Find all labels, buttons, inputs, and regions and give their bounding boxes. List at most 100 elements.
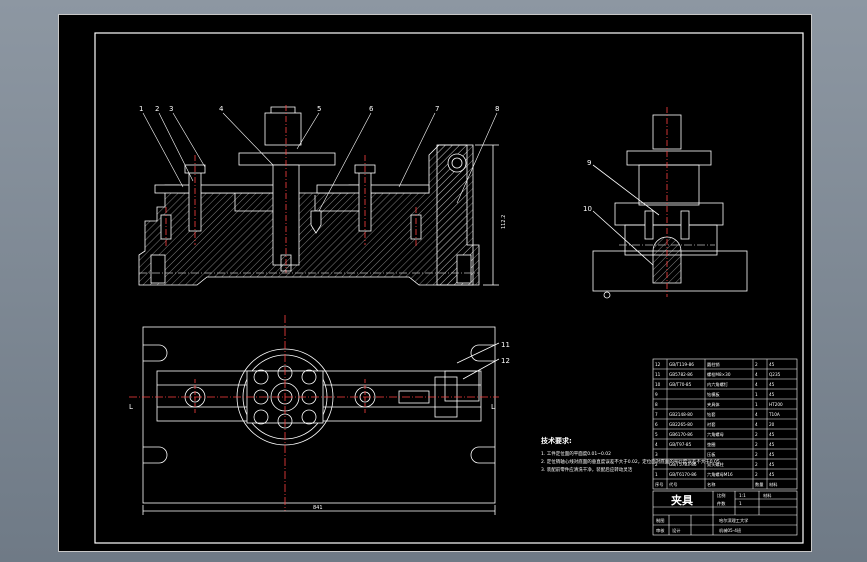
notes-heading: 技术要求:	[541, 436, 572, 445]
bom-cell: 5	[655, 432, 658, 437]
bom-cell: 4	[755, 382, 758, 387]
balloon-2: 2	[155, 105, 159, 113]
bom-cell: 10	[655, 382, 661, 387]
count-value: 1	[739, 501, 742, 506]
bom-cell: 45	[769, 392, 775, 397]
bom-cell: 20	[769, 422, 775, 427]
bom-cell: 圆柱销	[707, 361, 720, 368]
balloon-9: 9	[587, 159, 591, 167]
bom-cell: GB2148-80	[669, 412, 693, 417]
bom-header-cell: 代号	[669, 481, 677, 488]
bom-cell: 双头螺柱	[707, 461, 725, 468]
bom-cell: GB6170-86	[669, 432, 693, 437]
bom-cell: Q235	[769, 372, 781, 377]
bom-cell: 压板	[707, 451, 716, 458]
note-line-1: 1. 工件定位面的平面度0.01~0.02	[541, 450, 611, 457]
bom-cell: GB/T97-85	[669, 442, 692, 447]
bom-cell: 3	[655, 452, 658, 457]
bom-cell: 45	[769, 452, 775, 457]
bom-cell: 夹具体	[707, 401, 720, 408]
balloon-3: 3	[169, 105, 173, 113]
bom-header-cell: 数量	[755, 481, 763, 488]
bom-cell: GB/T119-86	[669, 362, 694, 367]
balloon-11: 11	[501, 341, 510, 349]
bom-cell: 钻模板	[707, 391, 720, 398]
height-dim: 112.2	[501, 215, 507, 229]
balloon-5: 5	[317, 105, 321, 113]
plan-view	[129, 315, 500, 515]
material-label: 材料	[763, 492, 772, 499]
bom-cell: GB2265-80	[669, 422, 693, 427]
inner-frame	[94, 32, 804, 544]
bom-cell: T10A	[768, 412, 780, 417]
bom-cell: 1	[655, 472, 658, 477]
bom-cell: 钻套	[707, 411, 716, 418]
bom-cell: HT200	[769, 402, 783, 407]
bom-cell: GB5782-86	[669, 372, 693, 377]
bom-cell: 4	[755, 372, 758, 377]
bom-header-cell: 名称	[707, 481, 715, 488]
checked-label: 审核	[656, 527, 665, 534]
bom-cell: 45	[769, 362, 775, 367]
title-block	[652, 490, 798, 536]
bom-cell: 衬套	[707, 421, 716, 428]
bom-cell: 2	[755, 442, 758, 447]
class-name: 机械05-4班	[719, 527, 741, 534]
bom-cell: 六角螺母M16	[707, 471, 733, 478]
bom-cell: 内六角螺钉	[707, 381, 729, 388]
bom-cell: GB/T5783-86	[669, 462, 697, 467]
note-line-2: 2. 定位销轴心线对底面的垂直度误差不大于0.02，定位面对底面的平行度误差不大…	[541, 458, 720, 465]
bom-cell: 11	[655, 372, 661, 377]
cad-drawing: 112.2 1 2 3 4 5 6 7 8 9	[94, 32, 804, 544]
bom-cell: 2	[755, 472, 758, 477]
front-view	[138, 105, 499, 286]
bom-cell: 1	[755, 392, 758, 397]
bom-cell: 8	[655, 402, 658, 407]
bom-cell: 2	[755, 452, 758, 457]
note-line-3: 3. 装配前零件应清洗干净，装配后应转动灵活	[541, 466, 633, 473]
plan-balloons: 11 12	[501, 341, 510, 365]
bom-cell: 6	[655, 422, 658, 427]
bom-cell: 12	[655, 362, 661, 367]
side-balloons: 9 10	[583, 159, 592, 213]
bom-header-cell: 材料	[769, 481, 778, 488]
balloon-1: 1	[139, 105, 143, 113]
bom-cell: 4	[755, 412, 758, 417]
side-view	[592, 107, 748, 299]
title-name: 夹具	[671, 493, 693, 507]
bom-cell: 六角螺母	[707, 431, 724, 438]
bom-cell: 45	[769, 442, 775, 447]
balloon-7: 7	[435, 105, 439, 113]
count-label: 件数	[717, 500, 726, 507]
bom-cell: GB/T6170-86	[669, 472, 697, 477]
width-dim: 841	[313, 505, 323, 511]
bom-cell: 45	[769, 432, 775, 437]
school-name: 哈尔滨理工大学	[719, 517, 748, 524]
balloon-10: 10	[583, 205, 592, 213]
scale-value: 1:1	[739, 493, 746, 498]
bom-cell: 7	[655, 412, 658, 417]
bom-cell: 2	[755, 432, 758, 437]
balloon-6: 6	[369, 105, 374, 113]
bom-frame	[652, 358, 798, 490]
bom-cell: 9	[655, 392, 658, 397]
technical-notes: 技术要求: 1. 工件定位面的平面度0.01~0.02 2. 定位销轴心线对底面…	[541, 436, 720, 473]
front-leaders	[142, 112, 498, 212]
bom-cell: GB/T70-85	[669, 382, 692, 387]
drawing-sheet: 112.2 1 2 3 4 5 6 7 8 9	[58, 14, 812, 552]
bom-cell: 45	[769, 472, 775, 477]
bom-cell: 2	[655, 462, 658, 467]
bom-cell: 4	[755, 422, 758, 427]
bom-cell: 2	[755, 362, 758, 367]
drawn-label: 制图	[656, 517, 664, 524]
bom-cell: 1	[755, 402, 758, 407]
balloon-12: 12	[501, 357, 510, 365]
front-balloons: 1 2 3 4 5 6 7 8	[139, 105, 499, 113]
balloon-8: 8	[495, 105, 499, 113]
bom-cell: 4	[655, 442, 658, 447]
bom-header-cell: 序号	[655, 481, 663, 488]
bom-cell: 45	[769, 382, 775, 387]
bom-cell: 2	[755, 462, 758, 467]
title-block-text: 夹具 比例 1:1 件数 1 材料 制图 审核 设计 哈尔滨理工大学 机械05-…	[656, 492, 772, 534]
